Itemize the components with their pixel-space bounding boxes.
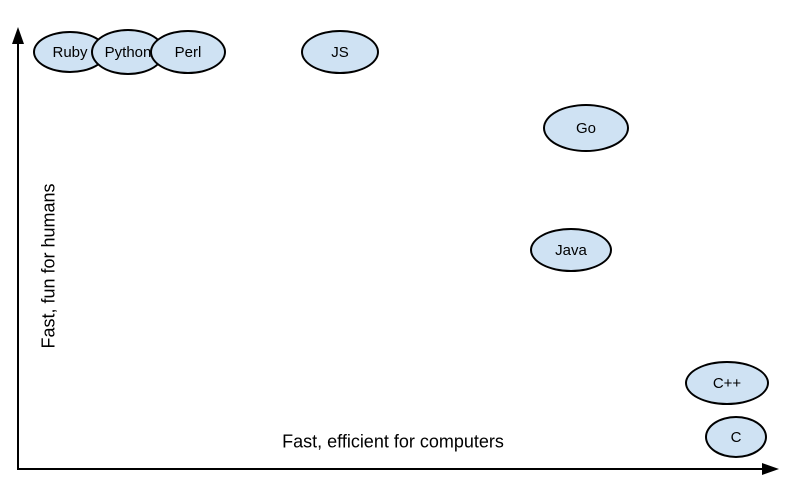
x-axis-arrow-icon [762,463,779,475]
y-axis-line [17,34,19,470]
y-axis-label: Fast, fun for humans [38,183,59,349]
y-axis-arrow-icon [12,27,24,44]
x-axis-line [17,468,765,470]
node-go: Go [543,104,629,152]
node-c: C [705,416,767,458]
node-c: C++ [685,361,769,405]
node-js: JS [301,30,379,74]
node-java: Java [530,228,612,272]
x-axis-label: Fast, efficient for computers [282,431,504,452]
node-perl: Perl [150,30,226,74]
